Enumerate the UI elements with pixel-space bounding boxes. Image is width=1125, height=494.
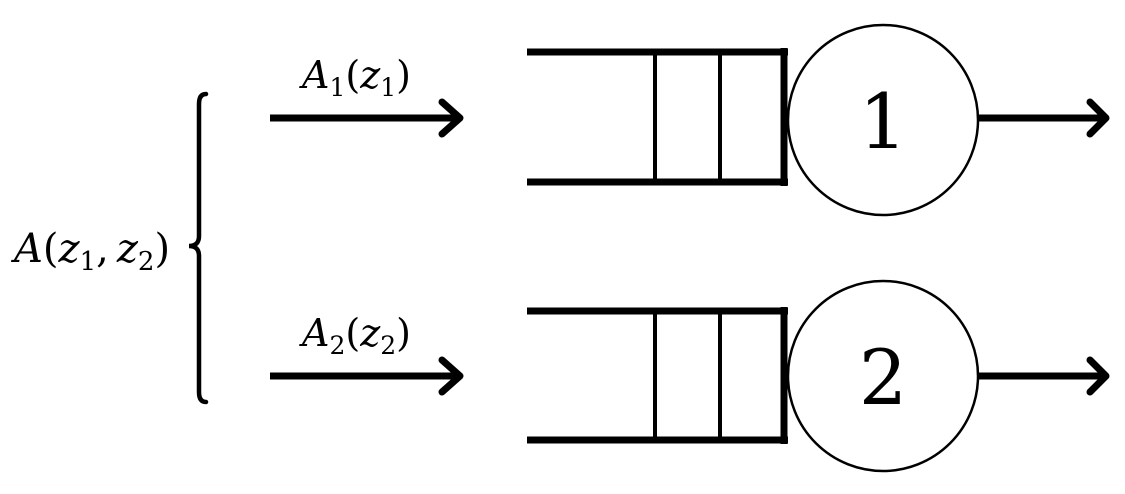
stream-1-arrival-label: A1(z1) — [299, 53, 411, 102]
joint-arrival-label: A(z1,z2) — [10, 226, 170, 277]
server-2: 2 — [786, 279, 980, 473]
stream-2-arrival-label: A2(z2) — [299, 311, 411, 360]
split-brace — [188, 91, 209, 405]
server-1-departure-arrow-icon — [978, 98, 1110, 138]
queue-1-buffer — [527, 48, 788, 186]
stream-2: A2(z2) 2 — [270, 279, 1110, 473]
server-2-label: 2 — [859, 333, 907, 422]
server-2-departure-arrow-icon — [978, 356, 1110, 396]
server-1: 1 — [786, 23, 980, 217]
stream-1-arrival-arrow-icon — [270, 98, 464, 138]
server-1-label: 1 — [859, 77, 907, 166]
queue-2-buffer — [527, 307, 788, 444]
stream-2-arrival-arrow-icon — [270, 356, 464, 396]
stream-1: A1(z1) 1 — [270, 23, 1110, 217]
